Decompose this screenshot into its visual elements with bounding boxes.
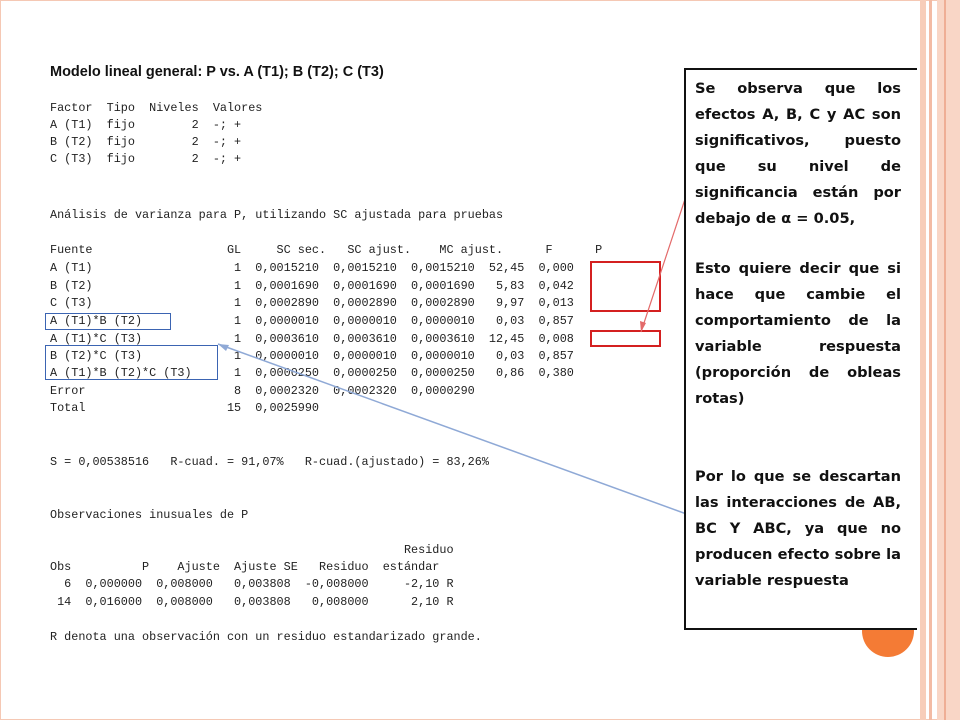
red-arrow-line [640, 177, 693, 333]
unusual-row: 14 0,016000 0,008000 0,003808 0,008000 2… [50, 595, 454, 609]
factor-row: B (T2) fijo 2 -; + [50, 135, 242, 149]
anova-row: Total 15 0,0025990 [50, 401, 320, 415]
unusual-heading: Observaciones inusuales de P [50, 508, 249, 522]
model-summary: S = 0,00538516 R-cuad. = 91,07% R-cuad.(… [50, 455, 489, 469]
anova-row: A (T1)*C (T3) 1 0,0003610 0,0003610 0,00… [50, 332, 574, 346]
significant-p-highlight [590, 261, 661, 312]
minitab-output-panel [42, 55, 764, 645]
unusual-row: 6 0,000000 0,008000 0,003808 -0,008000 -… [50, 577, 454, 591]
explanation-callout [684, 68, 917, 630]
anova-row: Error 8 0,0002320 0,0002320 0,0000290 [50, 384, 475, 398]
anova-row: B (T2) 1 0,0001690 0,0001690 0,0001690 5… [50, 279, 574, 293]
blue-arrow-line [217, 343, 693, 517]
unusual-header-1: Residuo [50, 543, 454, 557]
anova-row: A (T1) 1 0,0015210 0,0015210 0,0015210 5… [50, 261, 574, 275]
bc-abc-interaction-highlight [45, 345, 218, 380]
ab-interaction-highlight [45, 313, 171, 330]
anova-row: A (T1)*B (T2) 1 0,0000010 0,0000010 0,00… [50, 314, 574, 328]
callout-paragraph-1: Se observa que los efectos A, B, C y AC … [695, 80, 901, 227]
decorative-stripe [929, 0, 932, 720]
callout-paragraph-2: Esto quiere decir que si hace que cambie… [695, 260, 901, 407]
blue-arrowhead [218, 344, 229, 351]
anova-row: C (T3) 1 0,0002890 0,0002890 0,0002890 9… [50, 296, 574, 310]
output-title: Modelo lineal general: P vs. A (T1); B (… [50, 64, 384, 80]
callout-paragraph-3: Por lo que se descartan las interaccione… [695, 468, 901, 589]
ac-p-highlight [590, 330, 661, 347]
anova-header: Fuente GL SC sec. SC ajust. MC ajust. F … [50, 243, 603, 257]
factor-row: C (T3) fijo 2 -; + [50, 152, 242, 166]
anova-row: A (T1)*B (T2)*C (T3) 1 0,0000250 0,00002… [50, 366, 574, 380]
decorative-stripe [920, 0, 926, 720]
anova-heading: Análisis de varianza para P, utilizando … [50, 208, 504, 222]
factor-row: A (T1) fijo 2 -; + [50, 118, 242, 132]
decorative-stripe [937, 0, 960, 720]
unusual-note: R denota una observación con un residuo … [50, 630, 482, 644]
red-arrowhead [640, 321, 646, 332]
unusual-header-2: Obs P Ajuste Ajuste SE Residuo estándar [50, 560, 440, 574]
anova-row: B (T2)*C (T3) 1 0,0000010 0,0000010 0,00… [50, 349, 574, 363]
factor-table-header: Factor Tipo Niveles Valores [50, 101, 263, 115]
decorative-stripe [944, 0, 946, 720]
